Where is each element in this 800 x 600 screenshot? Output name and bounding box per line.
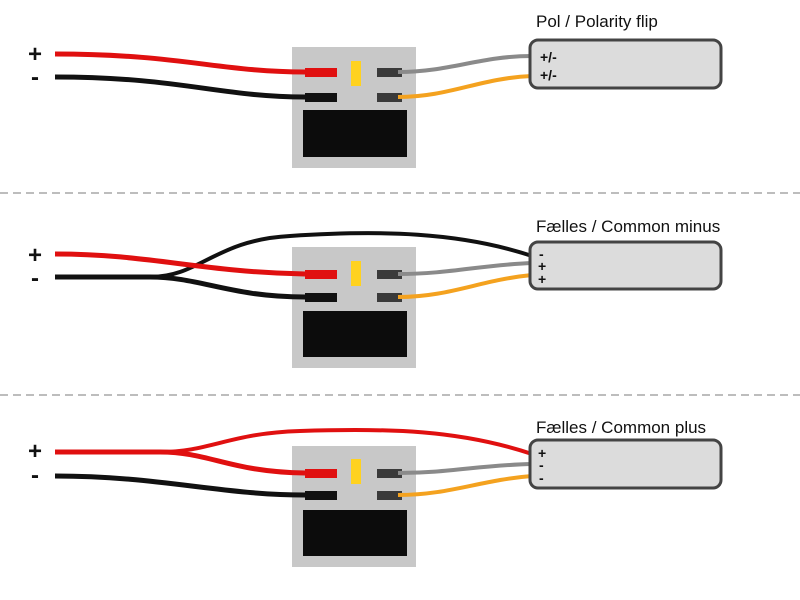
terminal-label-2: + xyxy=(538,258,546,274)
wire-negative xyxy=(54,74,306,100)
panel-title: Fælles / Common minus xyxy=(536,217,720,236)
output-pin-1 xyxy=(377,469,402,478)
wire-positive-branch xyxy=(159,427,533,456)
panel-title: Fælles / Common plus xyxy=(536,418,706,437)
wire-output-grey xyxy=(397,54,533,74)
wire-negative xyxy=(54,473,306,498)
terminal-label-2: - xyxy=(539,457,544,473)
input-plus-sign: + xyxy=(28,41,42,68)
panel-common-minus: Fælles / Common minus + - - + + xyxy=(28,217,723,368)
wire-positive xyxy=(54,51,306,75)
module-window xyxy=(303,311,407,357)
input-plus-sign: + xyxy=(28,242,42,269)
status-indicator xyxy=(351,61,361,86)
wire-output-orange xyxy=(397,273,533,299)
wire-output-orange xyxy=(397,74,533,99)
input-pin-negative xyxy=(305,491,337,500)
wire-output-orange xyxy=(397,474,533,497)
panel-polarity-flip: Pol / Polarity flip + - +/- +/- xyxy=(28,12,723,168)
module-window xyxy=(303,110,407,157)
status-indicator xyxy=(351,459,361,484)
output-connector xyxy=(528,38,723,90)
output-connector xyxy=(528,240,723,291)
terminal-label-1: +/- xyxy=(540,49,557,65)
status-indicator xyxy=(351,261,361,286)
output-pin-1 xyxy=(377,270,402,279)
input-pin-positive xyxy=(305,469,337,478)
input-pin-negative xyxy=(305,93,337,102)
output-pin-2 xyxy=(377,293,402,302)
terminal-label-2: +/- xyxy=(540,67,557,83)
terminal-label-3: + xyxy=(538,271,546,287)
wire-output-grey xyxy=(397,261,533,276)
input-pin-negative xyxy=(305,293,337,302)
input-plus-sign: + xyxy=(28,438,42,465)
output-pin-1 xyxy=(377,68,402,77)
terminal-label-1: - xyxy=(539,246,544,262)
wire-output-grey xyxy=(397,462,533,475)
input-minus-sign: - xyxy=(31,265,39,292)
terminal-label-1: + xyxy=(538,445,546,461)
input-pin-positive xyxy=(305,68,337,77)
output-pin-2 xyxy=(377,491,402,500)
terminal-label-3: - xyxy=(539,470,544,486)
module-window xyxy=(303,510,407,556)
wire-negative xyxy=(55,274,306,300)
input-minus-sign: - xyxy=(31,462,39,489)
wire-positive xyxy=(55,449,306,476)
output-connector xyxy=(528,438,723,490)
output-pin-2 xyxy=(377,93,402,102)
input-pin-positive xyxy=(305,270,337,279)
input-minus-sign: - xyxy=(31,64,39,91)
wire-positive xyxy=(54,251,306,277)
panel-title: Pol / Polarity flip xyxy=(536,12,658,31)
panel-common-plus: Fælles / Common plus + - + - - xyxy=(28,418,723,567)
